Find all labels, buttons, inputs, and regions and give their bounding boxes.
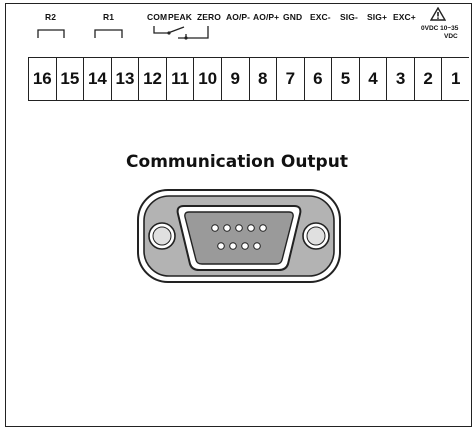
pin-9 xyxy=(253,242,261,250)
terminal-9: 9 xyxy=(222,58,250,100)
connector-d-face-inner xyxy=(184,211,294,265)
terminal-2: 2 xyxy=(415,58,443,100)
mount-hole-right-inner xyxy=(306,226,326,246)
label-supply: 0VDC 10~35 xyxy=(421,25,459,32)
terminal-8: 8 xyxy=(250,58,278,100)
terminal-5: 5 xyxy=(332,58,360,100)
label-exc-plus: EXC+ xyxy=(393,12,416,22)
terminal-16: 16 xyxy=(29,58,57,100)
terminal-15: 15 xyxy=(57,58,85,100)
terminal-13: 13 xyxy=(112,58,140,100)
label-peak: PEAK xyxy=(168,12,193,22)
terminal-11: 11 xyxy=(167,58,195,100)
peak-switch xyxy=(153,26,168,34)
terminal-10: 10 xyxy=(194,58,222,100)
pin-5 xyxy=(259,224,267,232)
label-sig-minus: SIG- xyxy=(340,12,358,22)
terminal-7: 7 xyxy=(277,58,305,100)
pin-4 xyxy=(247,224,255,232)
r1-bracket xyxy=(94,29,123,38)
pin-6 xyxy=(217,242,225,250)
terminal-4: 4 xyxy=(360,58,388,100)
label-aop-minus: AO/P- xyxy=(226,12,251,22)
db9-connector-icon xyxy=(137,189,341,283)
label-exc-minus: EXC- xyxy=(310,12,331,22)
pin-1 xyxy=(211,224,219,232)
communication-output-title: Communication Output xyxy=(126,152,348,172)
terminal-14: 14 xyxy=(84,58,112,100)
label-r2: R2 xyxy=(45,12,57,22)
pin-2 xyxy=(223,224,231,232)
zero-switch xyxy=(178,26,209,39)
peak-switch-arm xyxy=(167,26,185,34)
label-gnd: GND xyxy=(283,12,303,22)
terminal-row: 16 15 14 13 12 11 10 9 8 7 6 5 4 3 2 1 xyxy=(28,57,469,101)
mount-hole-left-inner xyxy=(152,226,172,246)
label-com: COM xyxy=(147,12,168,22)
terminal-1: 1 xyxy=(450,69,461,88)
warning-triangle-icon xyxy=(430,7,446,21)
label-sig-plus: SIG+ xyxy=(367,12,388,22)
switch-dot-2 xyxy=(184,36,188,40)
label-r1: R1 xyxy=(103,12,115,22)
terminal-3: 3 xyxy=(387,58,415,100)
terminal-12: 12 xyxy=(139,58,167,100)
switch-dot-1 xyxy=(167,31,171,35)
pin-7 xyxy=(229,242,237,250)
pin-3 xyxy=(235,224,243,232)
r2-bracket xyxy=(37,29,65,38)
pin-8 xyxy=(241,242,249,250)
terminal-6: 6 xyxy=(305,58,333,100)
label-supply-unit: VDC xyxy=(444,33,458,40)
label-zero: ZERO xyxy=(197,12,222,22)
label-aop-plus: AO/P+ xyxy=(253,12,280,22)
relay-symbols xyxy=(37,26,209,40)
